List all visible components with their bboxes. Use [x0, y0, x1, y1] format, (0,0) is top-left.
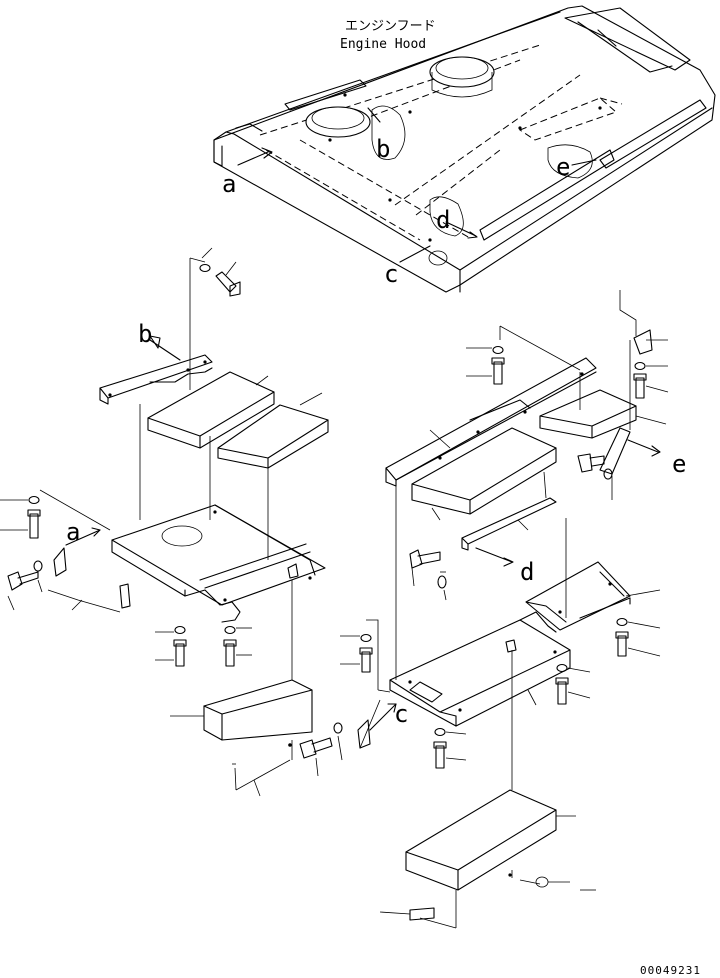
callout-b-hood: b [376, 135, 390, 163]
callout-b-left: b [138, 320, 152, 348]
callout-d-right: d [520, 558, 534, 586]
right-assembly [299, 290, 669, 929]
left-assembly [0, 247, 329, 797]
callout-d-hood: d [436, 206, 450, 234]
callout-e-hood: e [556, 153, 570, 181]
figure-number: 00049231 [640, 964, 701, 977]
title-english: Engine Hood [340, 37, 426, 52]
title-japanese: エンジンフード [345, 19, 436, 34]
callout-c-right: c [394, 700, 408, 728]
callout-a-left: a [66, 518, 80, 546]
callout-c-hood: c [384, 260, 398, 288]
engine-hood [213, 5, 716, 293]
callout-a-hood: a [222, 170, 236, 198]
callout-e-right: e [672, 450, 686, 478]
